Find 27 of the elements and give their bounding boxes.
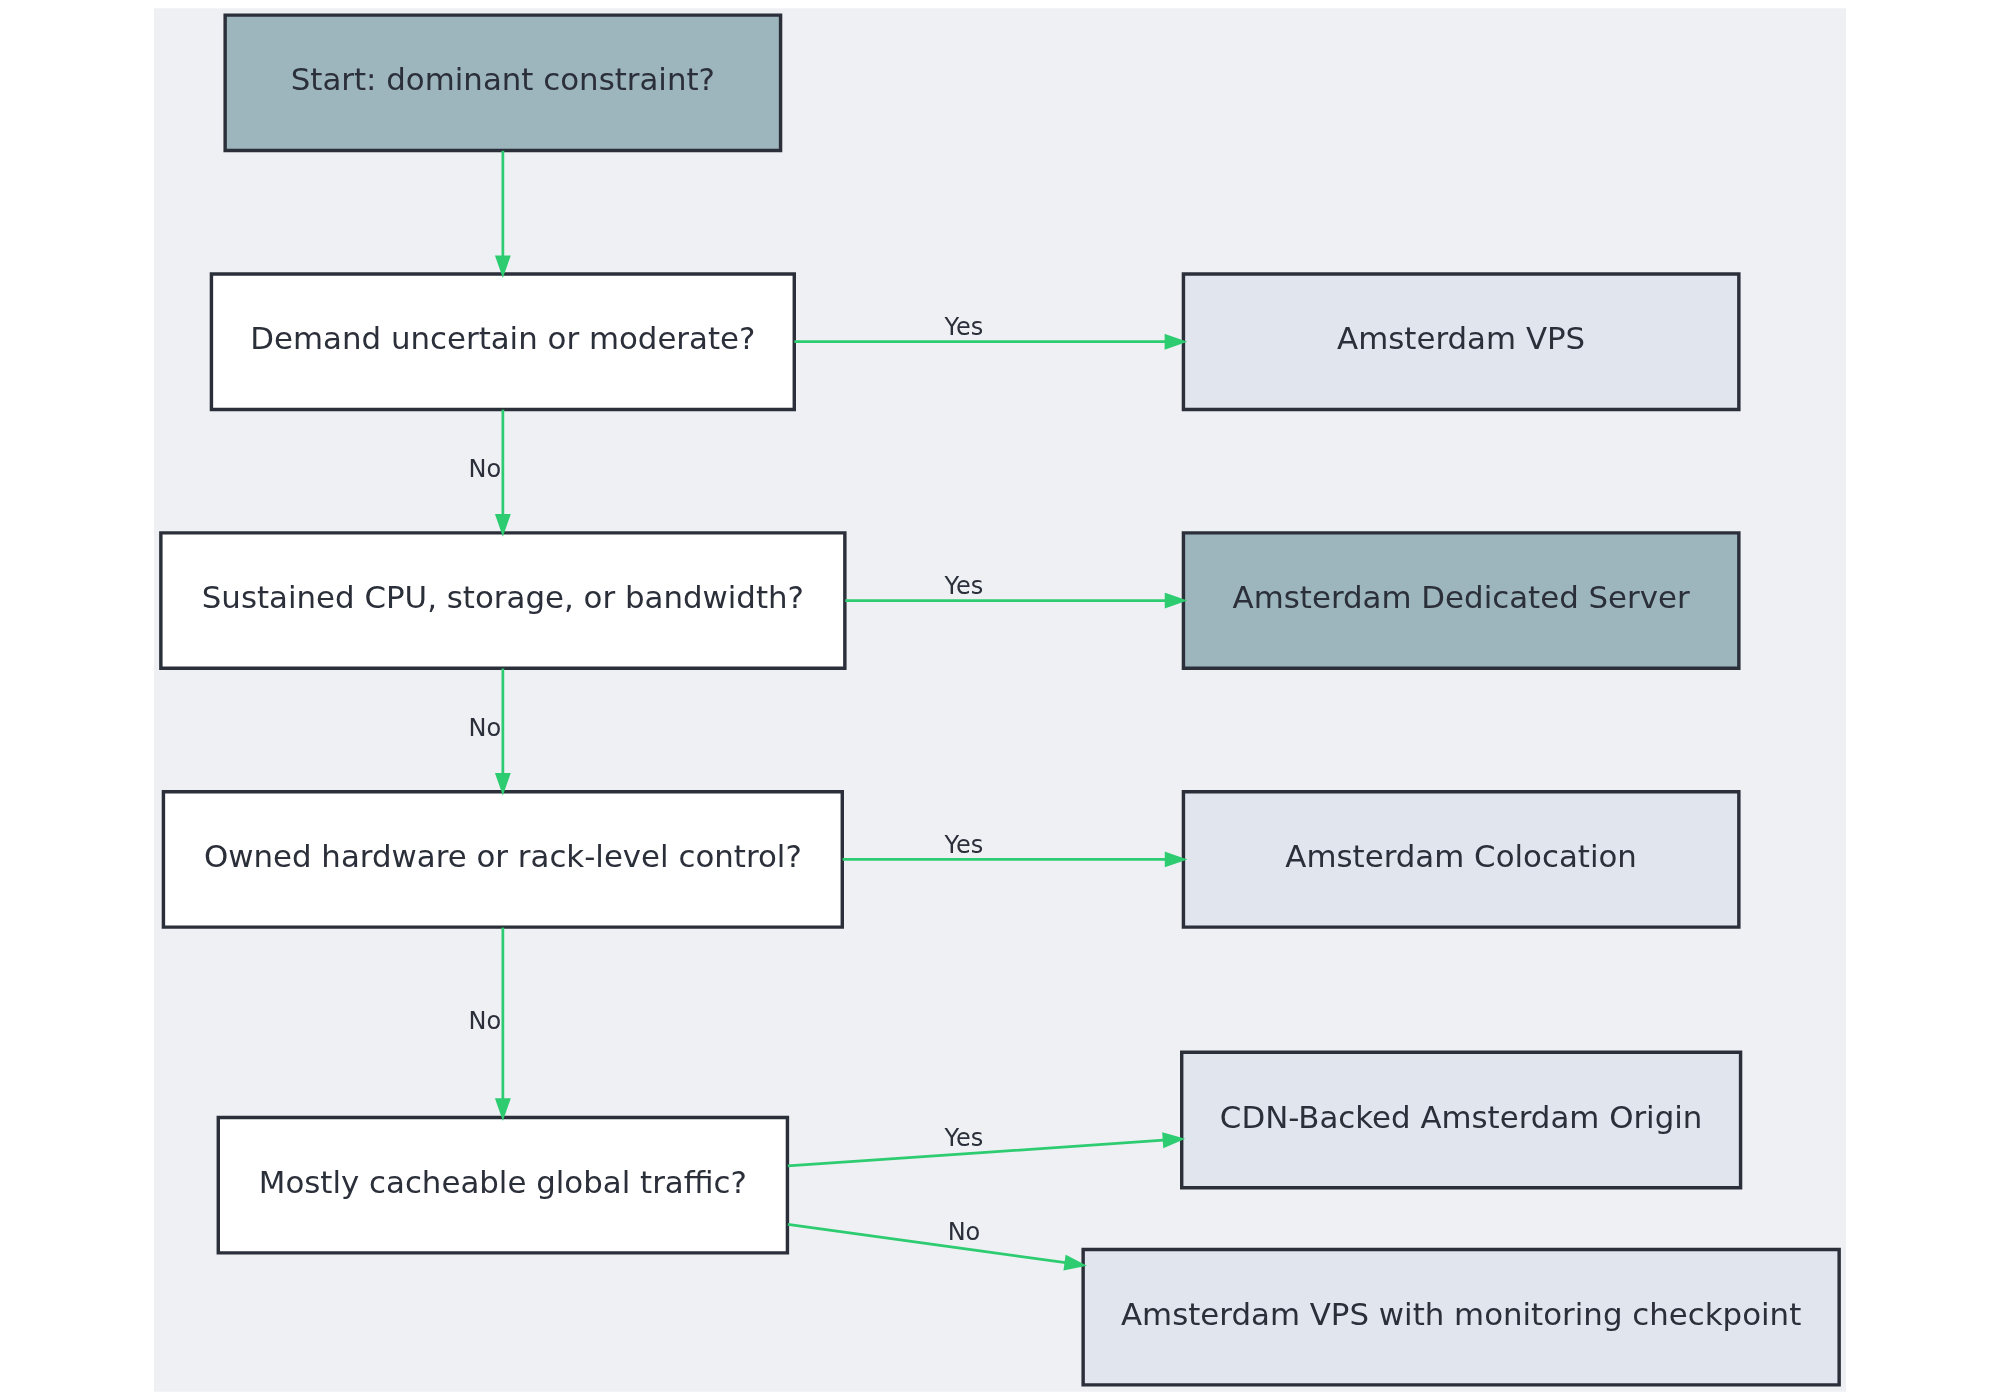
node-box: Mostly cacheable global traffic? bbox=[216, 1115, 790, 1255]
node-box: Amsterdam Colocation bbox=[1181, 790, 1741, 929]
node-box: CDN-Backed Amsterdam Origin bbox=[1180, 1050, 1743, 1190]
arrow bbox=[794, 333, 1188, 350]
arrow bbox=[494, 150, 511, 279]
node-box: Owned hardware or rack-level control? bbox=[161, 790, 844, 929]
edge-label: No bbox=[468, 455, 502, 484]
edge-label: Yes bbox=[944, 313, 984, 342]
edge-label: Yes bbox=[944, 1124, 984, 1153]
arrow bbox=[494, 927, 511, 1121]
edge-label: Yes bbox=[944, 830, 984, 859]
edge-label: Yes bbox=[944, 572, 984, 601]
node-box: Sustained CPU, storage, or bandwidth? bbox=[159, 531, 847, 670]
node-box: Amsterdam Dedicated Server bbox=[1181, 531, 1741, 670]
arrow bbox=[845, 592, 1188, 609]
edge-label: No bbox=[947, 1218, 981, 1247]
arrow bbox=[494, 668, 511, 796]
arrow bbox=[494, 409, 511, 537]
arrow bbox=[787, 1132, 1186, 1168]
arrow bbox=[842, 851, 1188, 868]
edge-label: No bbox=[468, 1006, 502, 1035]
node-box: Amsterdam VPS with monitoring checkpoint bbox=[1081, 1247, 1841, 1387]
node-box: Demand uncertain or moderate? bbox=[209, 272, 796, 412]
edge-label: No bbox=[468, 714, 502, 743]
arrow bbox=[787, 1222, 1087, 1271]
node-box: Amsterdam VPS bbox=[1181, 272, 1741, 412]
node-box: Start: dominant constraint? bbox=[223, 13, 783, 153]
